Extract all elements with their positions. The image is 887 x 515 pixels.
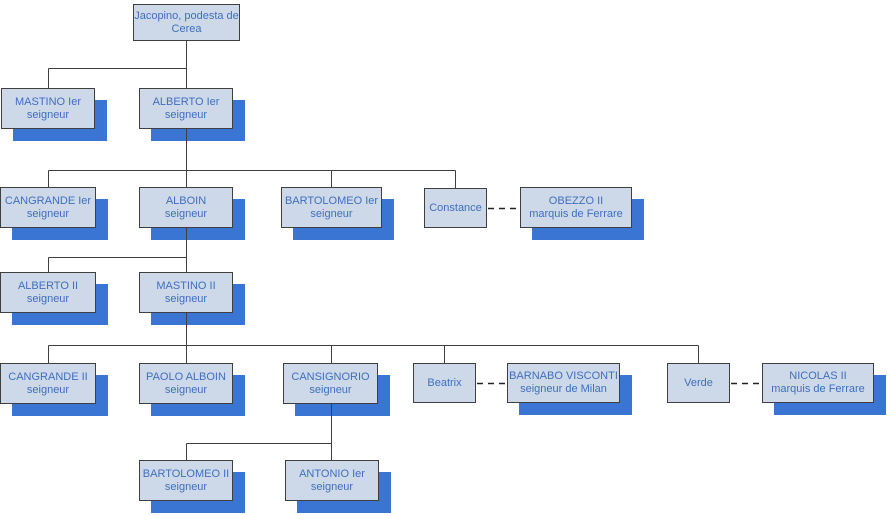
tree-node-mastino-1: MASTINO Ier seigneur xyxy=(1,88,95,129)
person-name: CANSIGNORIO xyxy=(291,370,370,383)
person-title: seigneur xyxy=(164,108,208,121)
person-title: seigneur de Milan xyxy=(520,383,607,395)
tree-node-barnabo-visconti: BARNABO VISCONTI seigneur de Milan xyxy=(507,363,620,403)
tree-node-verde: Verde xyxy=(667,363,730,403)
tree-node-jacopino: Jacopino, podesta de Cerea xyxy=(133,4,240,41)
tree-node-alberto-2: ALBERTO II seigneur xyxy=(0,272,96,313)
person-name: Beatrix xyxy=(427,376,462,389)
person-title: marquis de Ferrare xyxy=(529,207,623,220)
person-name: Verde xyxy=(684,376,713,389)
person-title: seigneur xyxy=(26,383,70,396)
tree-node-constance: Constance xyxy=(424,188,487,228)
person-title: seigneur xyxy=(310,207,353,220)
person-title: seigneur xyxy=(164,383,208,396)
person-name: MASTINO II xyxy=(156,279,216,292)
person-name: OBEZZO II xyxy=(548,194,604,207)
person-name: MASTINO Ier xyxy=(14,95,81,108)
person-title: seigneur xyxy=(26,108,70,121)
tree-node-bartolomeo-1: BARTOLOMEO Ier seigneur xyxy=(281,187,382,228)
tree-node-alberto-1: ALBERTO Ier seigneur xyxy=(139,88,233,129)
tree-node-cansignorio: CANSIGNORIO seigneur xyxy=(283,363,378,404)
tree-node-alboin: ALBOIN seigneur xyxy=(139,187,233,228)
tree-node-paolo-alboin: PAOLO ALBOIN seigneur xyxy=(139,363,233,404)
tree-node-antonio: ANTONIO Ier seigneur xyxy=(285,460,379,501)
tree-node-obezzo-2: OBEZZO II marquis de Ferrare xyxy=(520,187,632,228)
tree-node-bartolomeo-2: BARTOLOMEO II seigneur xyxy=(139,460,233,501)
tree-node-nicolas-2: NICOLAS II marquis de Ferrare xyxy=(762,363,874,403)
person-name: ANTONIO Ier xyxy=(299,467,365,480)
tree-node-beatrix: Beatrix xyxy=(413,363,476,403)
person-name: BARTOLOMEO Ier xyxy=(284,194,379,207)
person-name: Jacopino, podesta de Cerea xyxy=(134,9,239,35)
person-name: BARTOLOMEO II xyxy=(142,467,230,480)
person-title: seigneur xyxy=(26,292,70,305)
person-title: marquis de Ferrare xyxy=(771,383,865,395)
person-name: ALBOIN xyxy=(165,194,207,207)
person-title: seigneur xyxy=(310,480,354,493)
person-title: seigneur xyxy=(164,480,208,493)
person-name: CANGRANDE Ier xyxy=(4,194,92,207)
person-title: seigneur xyxy=(164,292,208,305)
person-name: BARNABO VISCONTI xyxy=(509,370,618,382)
person-name: Constance xyxy=(429,201,482,214)
person-name: NICOLAS II xyxy=(789,370,847,382)
person-title: seigneur xyxy=(26,207,70,220)
person-name: ALBERTO Ier xyxy=(152,95,220,108)
person-name: CANGRANDE II xyxy=(8,370,88,383)
tree-node-cangrande-1: CANGRANDE Ier seigneur xyxy=(0,187,96,228)
person-name: ALBERTO II xyxy=(17,279,79,292)
tree-node-mastino-2: MASTINO II seigneur xyxy=(139,272,233,313)
person-title: seigneur xyxy=(309,383,352,396)
person-title: seigneur xyxy=(164,207,208,220)
person-name: PAOLO ALBOIN xyxy=(146,370,226,383)
tree-node-cangrande-2: CANGRANDE II seigneur xyxy=(0,363,96,404)
